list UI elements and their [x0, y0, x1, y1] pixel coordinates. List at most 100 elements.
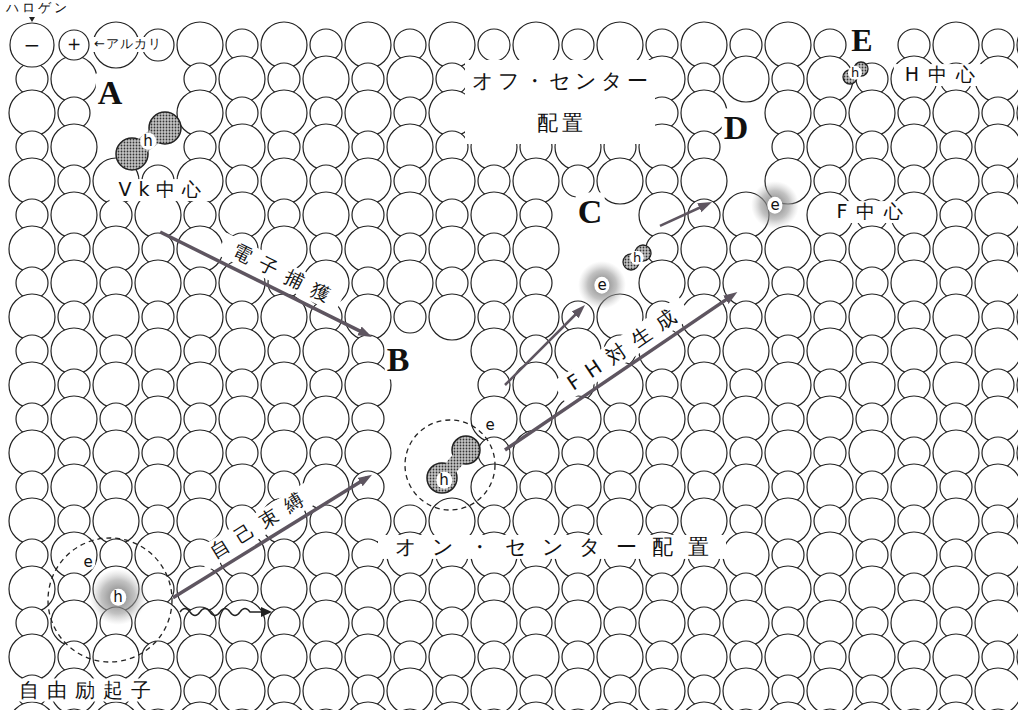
halogen-ion	[891, 600, 937, 646]
halogen-ion	[849, 566, 895, 612]
halogen-ion	[303, 56, 349, 102]
center-name: 自由励起子	[9, 679, 161, 702]
halogen-ion	[681, 566, 727, 612]
alkali-ion	[898, 709, 930, 710]
center-name: Vk中心	[109, 179, 210, 201]
halogen-ion	[9, 362, 55, 408]
halogen-ion	[513, 566, 559, 612]
halogen-ion	[303, 600, 349, 646]
halogen-ion	[849, 294, 895, 340]
wavy-arrow	[180, 609, 262, 616]
halogen-ion	[849, 158, 895, 204]
halogen-ion	[933, 498, 979, 544]
halogen-ion	[429, 158, 475, 204]
defect-site: Behオン・センター配置	[372, 333, 505, 520]
halogen-ion	[387, 56, 433, 102]
halogen-ion	[1017, 634, 1018, 680]
halogen-ion	[513, 226, 559, 272]
halogen-ion	[765, 430, 811, 476]
halogen-ion	[51, 192, 97, 238]
halogen-ion	[1017, 90, 1018, 136]
halogen-ion	[93, 634, 139, 680]
defect-site: AhVk中心	[88, 68, 210, 232]
halogen-ion	[135, 532, 181, 578]
halogen-ion	[555, 464, 601, 510]
halogen-ion	[975, 668, 1018, 710]
halogen-ion	[765, 362, 811, 408]
halogen-ion	[765, 90, 811, 136]
alkali-ion	[394, 709, 426, 710]
halogen-ion	[681, 226, 727, 272]
process-label: 電子捕獲	[216, 233, 345, 313]
halogen-ion	[1017, 566, 1018, 612]
halogen-ion	[387, 600, 433, 646]
carrier-label: h	[436, 472, 452, 489]
halogen-ion	[933, 362, 979, 408]
defect-site: EhH中心	[840, 22, 890, 92]
halogen-ion	[1017, 498, 1018, 544]
halogen-ion	[219, 56, 265, 102]
halogen-ion	[219, 328, 265, 374]
ion-outline	[59, 30, 89, 60]
transition-arrow	[173, 478, 367, 598]
halogen-ion	[513, 634, 559, 680]
halogen-ion	[681, 430, 727, 476]
alkali-ion	[730, 709, 762, 710]
halogen-ion	[723, 396, 769, 442]
halogen-ion	[513, 158, 559, 204]
halogen-ion	[639, 396, 685, 442]
site-letter: B	[385, 340, 412, 379]
halogen-ion	[597, 702, 643, 710]
electron-cloud	[578, 261, 626, 309]
carrier-label: h	[140, 133, 156, 150]
halogen-ion	[261, 90, 307, 136]
halogen-ion	[303, 532, 349, 578]
center-name: F中心	[826, 201, 915, 223]
carrier-label: h	[848, 66, 862, 80]
halogen-ion	[9, 634, 55, 680]
ion-outline	[10, 23, 54, 67]
halogen-ion	[765, 634, 811, 680]
halogen-ion	[177, 294, 223, 340]
carrier-label: e	[594, 277, 609, 294]
halogen-ion	[639, 192, 685, 238]
halogen-ion	[429, 702, 475, 710]
halogen-ion	[51, 124, 97, 170]
halogen-ion	[723, 668, 769, 710]
halogen-ion	[765, 226, 811, 272]
halogen-ion	[9, 294, 55, 340]
on-center-hole	[427, 436, 480, 493]
halogen-ion	[345, 566, 391, 612]
halogen-ion	[93, 702, 139, 710]
process-label: 自己束縛	[194, 481, 319, 571]
halogen-ion	[891, 124, 937, 170]
halogen-ion	[429, 294, 475, 340]
halogen-ion	[555, 668, 601, 710]
halogen-ion	[1017, 226, 1018, 272]
hole-neck	[132, 128, 165, 154]
halogen-ion	[849, 702, 895, 710]
halogen-ion	[555, 396, 601, 442]
carrier-label: h	[110, 589, 126, 606]
halogen-ion	[345, 294, 391, 340]
halogen-ion	[891, 328, 937, 374]
alkali-ion	[226, 709, 258, 710]
vk-hole	[116, 112, 181, 170]
defect-site: DeF中心	[712, 105, 802, 292]
halogen-ion	[933, 90, 979, 136]
alkali-ion	[58, 709, 90, 710]
halogen-ion	[135, 260, 181, 306]
halogen-ion	[891, 260, 937, 306]
alkali-ion	[142, 709, 174, 710]
halogen-ion	[1017, 22, 1018, 68]
carrier-label: e	[482, 417, 497, 434]
halogen-ion	[9, 90, 55, 136]
halogen-ion	[177, 226, 223, 272]
halogen-ion	[681, 22, 727, 68]
site-letter: A	[96, 73, 125, 112]
halogen-ion	[387, 668, 433, 710]
halogen-ion	[345, 634, 391, 680]
halogen-ion	[513, 430, 559, 476]
center-name: オン・センター配置	[378, 535, 726, 559]
halogen-ion	[723, 464, 769, 510]
